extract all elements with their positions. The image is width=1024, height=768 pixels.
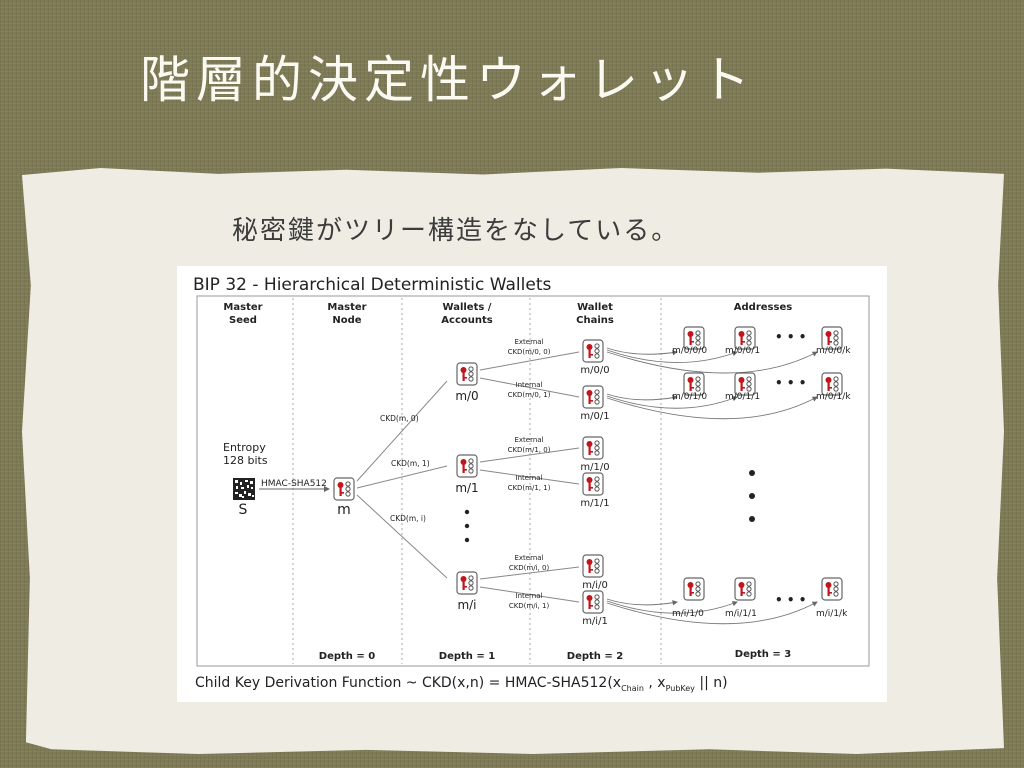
account-1-key-icon — [456, 454, 478, 478]
address-1-0: m/0/1/0 — [672, 392, 707, 402]
master-node-label: m — [337, 502, 351, 518]
address-2-1: m/i/1/1 — [725, 609, 757, 619]
col-header-chains-2: Chains — [576, 315, 614, 326]
account-i-key-icon — [456, 571, 478, 595]
formula-suffix: || n) — [695, 675, 728, 691]
ckd-m-1-label: CKD(m, 1) — [391, 459, 430, 468]
depth-2-label: Depth = 2 — [567, 651, 623, 662]
column-dividers — [292, 298, 662, 664]
col-header-master-seed-1: Master — [223, 302, 262, 313]
address-0-0: m/0/0/0 — [672, 346, 707, 356]
entropy-label-1: Entropy — [223, 441, 266, 454]
formula-sub-chain: Chain — [621, 684, 644, 693]
chain-ckd-5: CKD(m/i, 1) — [509, 602, 550, 610]
account-0-label: m/0 — [455, 389, 478, 403]
col-header-master-seed-2: Seed — [229, 315, 257, 326]
chain-ckd-0: CKD(m/0, 0) — [508, 348, 551, 356]
bip32-figure: BIP 32 - Hierarchical Deterministic Wall… — [177, 266, 887, 702]
col-header-master-node-1: Master — [327, 302, 366, 313]
external-label-i: External — [514, 554, 543, 562]
depth-1-label: Depth = 1 — [439, 651, 495, 662]
chain-label-5: m/i/1 — [582, 616, 608, 627]
account-1-label: m/1 — [455, 481, 478, 495]
address-0-k: m/0/0/k — [816, 346, 851, 356]
formula-mid: , x — [644, 675, 666, 691]
internal-label-0: Internal — [516, 381, 543, 389]
chain-label-4: m/i/0 — [582, 580, 608, 591]
col-header-chains-1: Wallet — [577, 302, 613, 313]
internal-label-i: Internal — [516, 592, 543, 600]
figure-frame — [196, 295, 870, 667]
entropy-label-2: 128 bits — [223, 454, 268, 467]
account-0-key-icon — [456, 362, 478, 386]
address-2-k: m/i/1/k — [816, 609, 848, 619]
ckd-formula: Child Key Derivation Function ~ CKD(x,n)… — [195, 675, 728, 693]
internal-label-1: Internal — [516, 474, 543, 482]
addresses-vertical-dots — [749, 470, 755, 522]
depth-0-label: Depth = 0 — [319, 651, 375, 662]
address-1-k: m/0/1/k — [816, 392, 851, 402]
chain-ckd-4: CKD(m/i, 0) — [509, 564, 550, 572]
ckd-m-i-label: CKD(m, i) — [390, 514, 426, 523]
formula-sub-pubkey: PubKey — [666, 684, 696, 693]
address-1-1: m/0/1/1 — [725, 392, 760, 402]
figure-title: BIP 32 - Hierarchical Deterministic Wall… — [193, 275, 551, 295]
account-i-label: m/i — [457, 598, 476, 612]
chain-label-2: m/1/0 — [580, 462, 609, 473]
chain-ckd-3: CKD(m/1, 1) — [508, 484, 551, 492]
bip32-diagram: BIP 32 - Hierarchical Deterministic Wall… — [193, 275, 870, 693]
col-header-addresses: Addresses — [734, 302, 792, 313]
external-label-0: External — [514, 338, 543, 346]
formula-prefix: Child Key Derivation Function ~ CKD(x,n)… — [195, 675, 621, 691]
hmac-label: HMAC-SHA512 — [261, 479, 327, 489]
address-row-1-ellipsis: • • • — [775, 376, 806, 390]
address-row-0-ellipsis: • • • — [775, 330, 806, 344]
seed-label: S — [239, 502, 248, 518]
address-key-icons — [683, 326, 843, 601]
account-to-chain-lines — [479, 351, 580, 603]
chain-label-0: m/0/0 — [580, 365, 609, 376]
master-key-icon — [333, 477, 355, 501]
accounts-vertical-dots — [464, 509, 470, 543]
qr-seed-icon — [233, 478, 255, 500]
ckd-m-0-label: CKD(m, 0) — [380, 414, 419, 423]
chain-label-1: m/0/1 — [580, 411, 609, 422]
chain-label-3: m/1/1 — [580, 498, 609, 509]
col-header-master-node-2: Node — [332, 315, 361, 326]
col-header-wallets-2: Accounts — [441, 315, 492, 326]
chain-ckd-1: CKD(m/0, 1) — [508, 391, 551, 399]
depth-3-label: Depth = 3 — [735, 649, 791, 660]
chain-to-address-curves — [606, 347, 818, 625]
address-row-2-ellipsis: • • • — [775, 593, 806, 607]
address-2-0: m/i/1/0 — [672, 609, 704, 619]
external-label-1: External — [514, 436, 543, 444]
col-header-wallets-1: Wallets / — [443, 302, 492, 313]
slide-subtitle: 秘密鍵がツリー構造をなしている。 — [232, 216, 680, 246]
chain-key-icons — [582, 339, 604, 614]
master-to-accounts-lines — [356, 380, 448, 579]
slide-title: 階層的決定性ウォレット — [140, 51, 756, 109]
chain-ckd-2: CKD(m/1, 0) — [508, 446, 551, 454]
address-0-1: m/0/0/1 — [725, 346, 760, 356]
